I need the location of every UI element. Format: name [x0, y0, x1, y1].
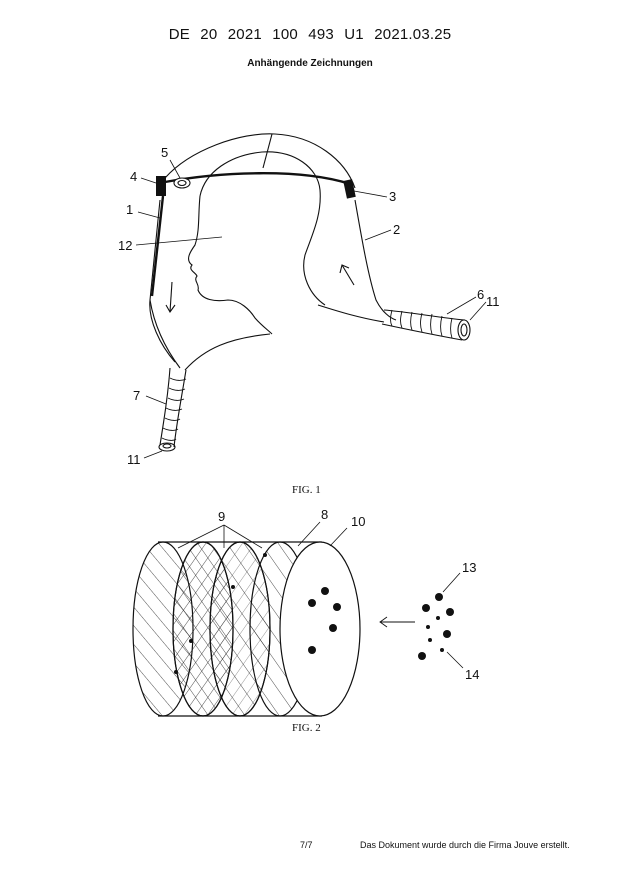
document-header: DE 20 2021 100 493 U1 2021.03.25 — [0, 26, 620, 43]
fig1-label-11-bottom: 11 — [127, 452, 141, 467]
fig2-label-8: 8 — [321, 507, 328, 522]
fig1-label-4: 4 — [130, 169, 137, 184]
figure-1-caption: FIG. 1 — [292, 484, 321, 496]
fig1-label-11-top: 11 — [486, 294, 500, 309]
fig1-label-6: 6 — [477, 287, 484, 302]
publication-date: 2021.03.25 — [374, 26, 452, 43]
drawings-heading: Anhängende Zeichnungen — [247, 58, 373, 69]
figure-2-labels: 9 8 10 13 14 — [218, 507, 479, 682]
fig1-label-7: 7 — [133, 388, 140, 403]
patent-number: DE 20 2021 100 493 U1 — [168, 26, 364, 43]
fig1-label-1: 1 — [126, 202, 133, 217]
fig1-label-5: 5 — [161, 145, 168, 160]
figure-1-labels: 5 4 3 1 2 12 6 11 7 11 — [118, 145, 500, 467]
fig1-label-12: 12 — [118, 238, 132, 253]
fig1-label-3: 3 — [389, 189, 396, 204]
figure-2-drawing — [132, 521, 464, 717]
fig2-label-13: 13 — [462, 560, 476, 575]
fig2-label-14: 14 — [465, 667, 479, 682]
figure-2-caption: FIG. 2 — [292, 722, 321, 734]
figure-1-drawing — [135, 133, 487, 459]
fig1-label-2: 2 — [393, 222, 400, 237]
page-number: 7/7 — [300, 840, 313, 850]
fig2-label-9: 9 — [218, 509, 225, 524]
footer-note: Das Dokument wurde durch die Firma Jouve… — [360, 840, 570, 850]
fig2-label-10: 10 — [351, 514, 365, 529]
